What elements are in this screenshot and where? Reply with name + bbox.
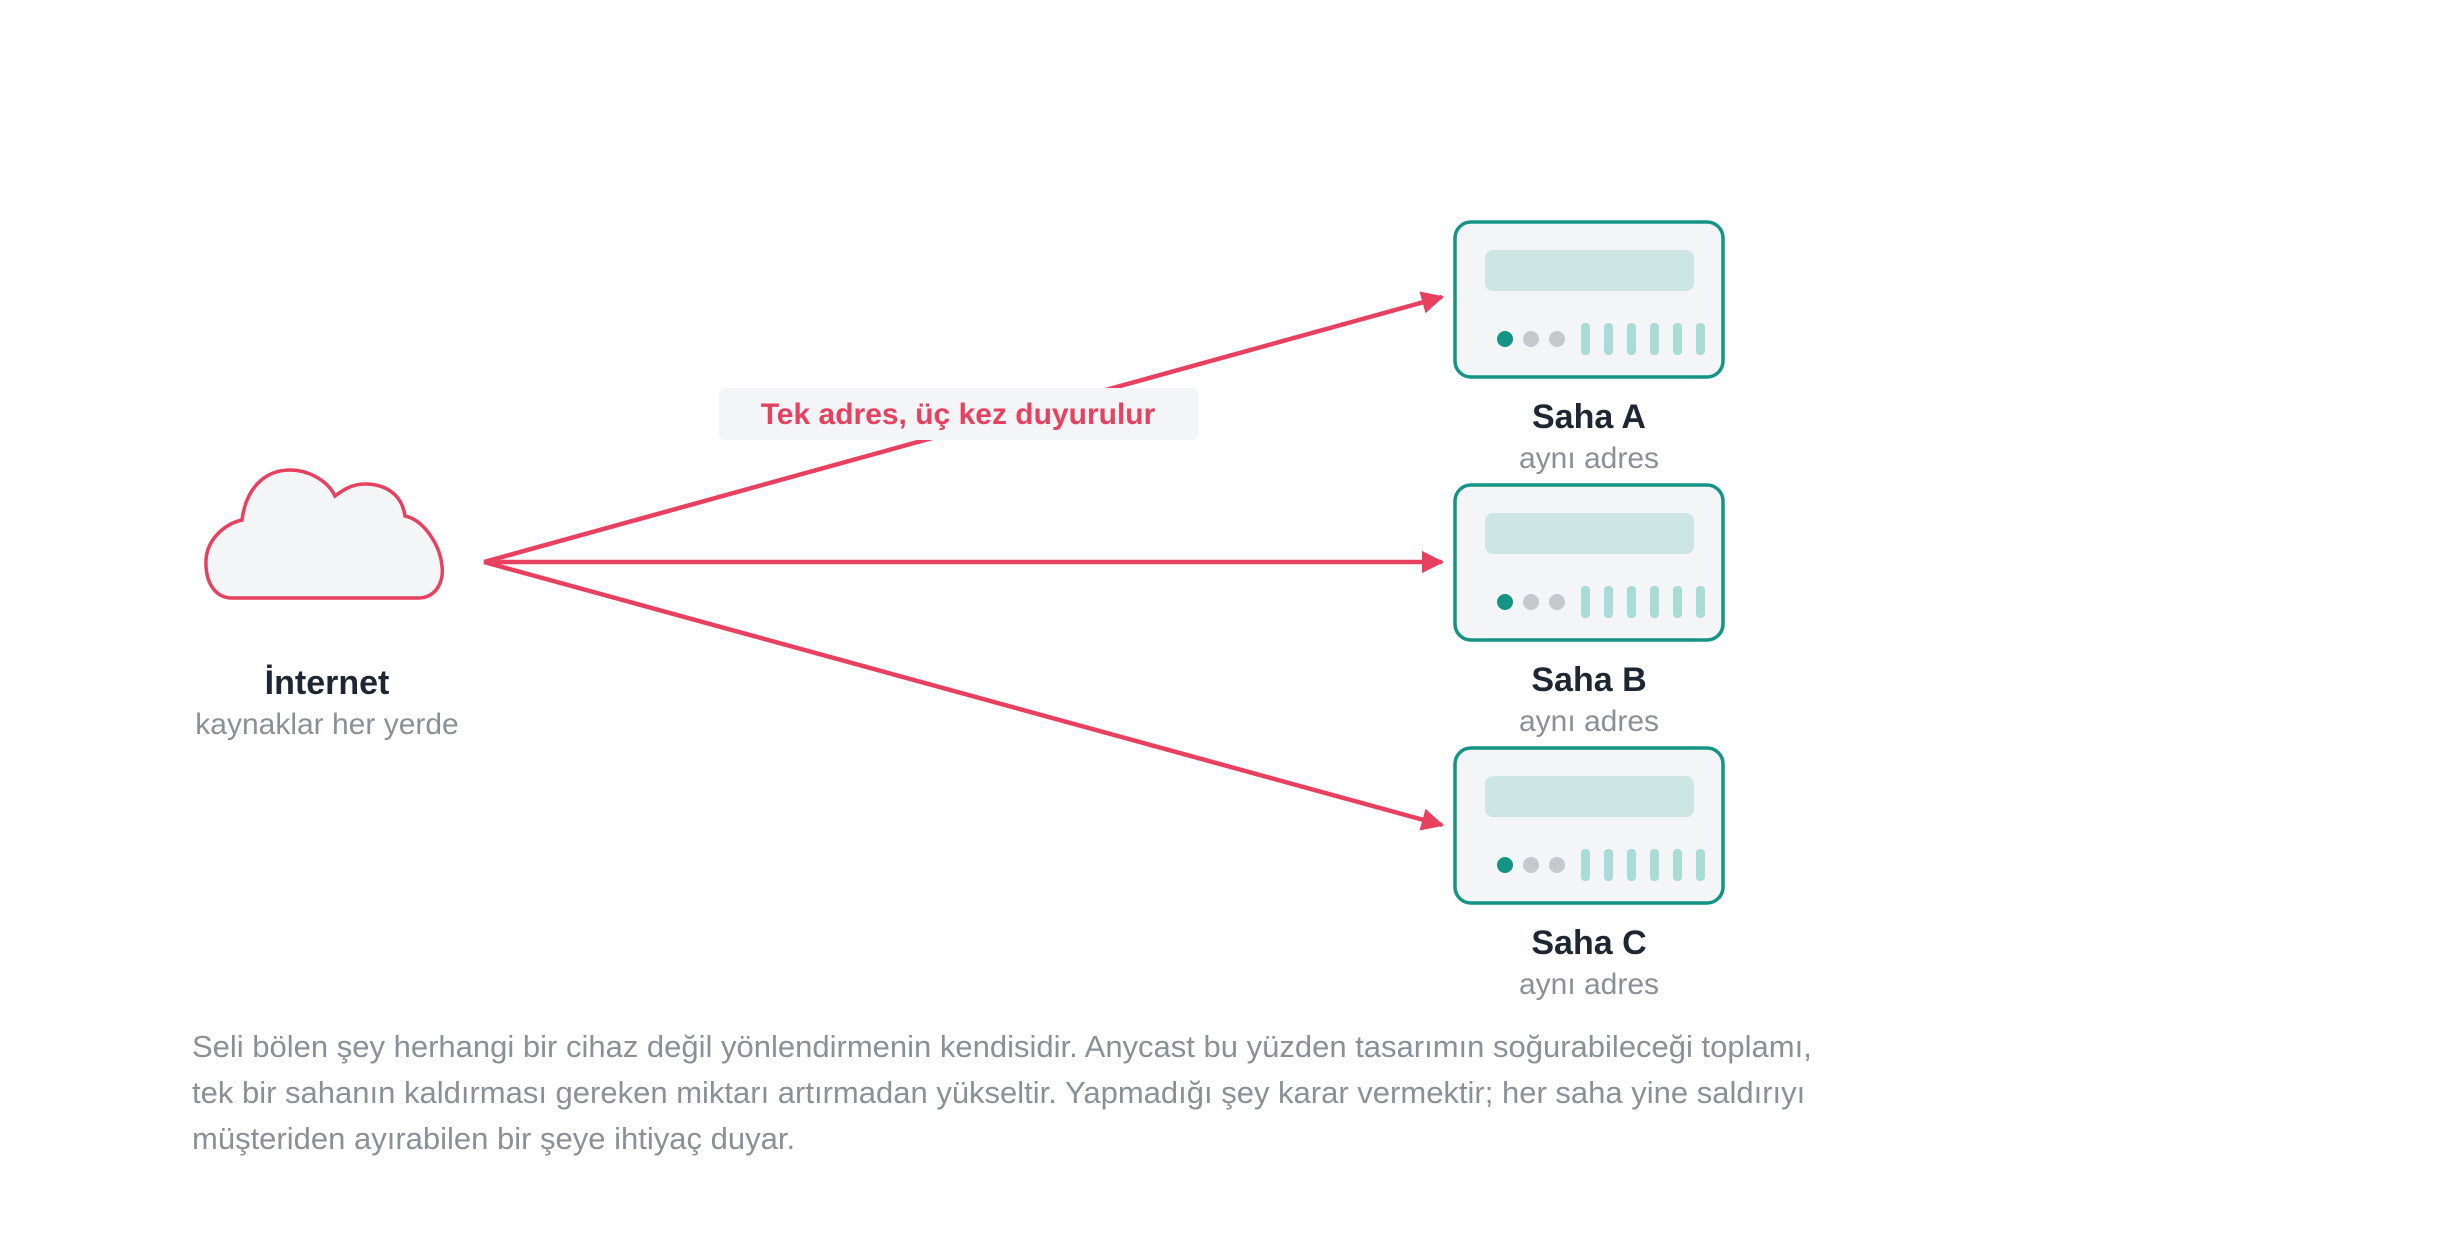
caption-paragraph: Seli bölen şey herhangi bir cihaz değil … — [192, 1024, 1992, 1162]
announcement-label-text: Tek adres, üç kez duyurulur — [761, 398, 1156, 431]
arrow-to-saha-c — [483, 559, 1445, 831]
announcement-label: Tek adres, üç kez duyurulur — [719, 388, 1198, 440]
cloud-icon — [204, 468, 445, 600]
caption-line: Seli bölen şey herhangi bir cihaz değil … — [192, 1029, 1812, 1064]
saha-b-node: Saha B aynı adres — [1453, 483, 1725, 738]
internet-subtitle: kaynaklar her yerde — [195, 708, 458, 741]
saha-a-subtitle: aynı adres — [1519, 442, 1659, 475]
internet-title: İnternet — [265, 664, 390, 702]
saha-a-node: Saha A aynı adres — [1453, 220, 1725, 475]
server-icon — [1453, 483, 1725, 642]
saha-c-subtitle: aynı adres — [1519, 968, 1659, 1001]
internet-node: İnternet kaynaklar her yerde — [195, 468, 459, 741]
caption-line: müşteriden ayırabilen bir şeye ihtiyaç d… — [192, 1121, 796, 1156]
saha-a-title: Saha A — [1532, 398, 1646, 436]
saha-b-subtitle: aynı adres — [1519, 705, 1659, 738]
server-icon — [1453, 220, 1725, 379]
saha-c-title: Saha C — [1531, 924, 1646, 962]
announcement-arrows — [483, 291, 1445, 831]
announcement-label-bg — [719, 388, 1198, 440]
saha-b-title: Saha B — [1531, 661, 1646, 699]
saha-c-node: Saha C aynı adres — [1453, 746, 1725, 1001]
caption-line: tek bir sahanın kaldırması gereken mikta… — [192, 1075, 1806, 1110]
server-icon — [1453, 746, 1725, 905]
